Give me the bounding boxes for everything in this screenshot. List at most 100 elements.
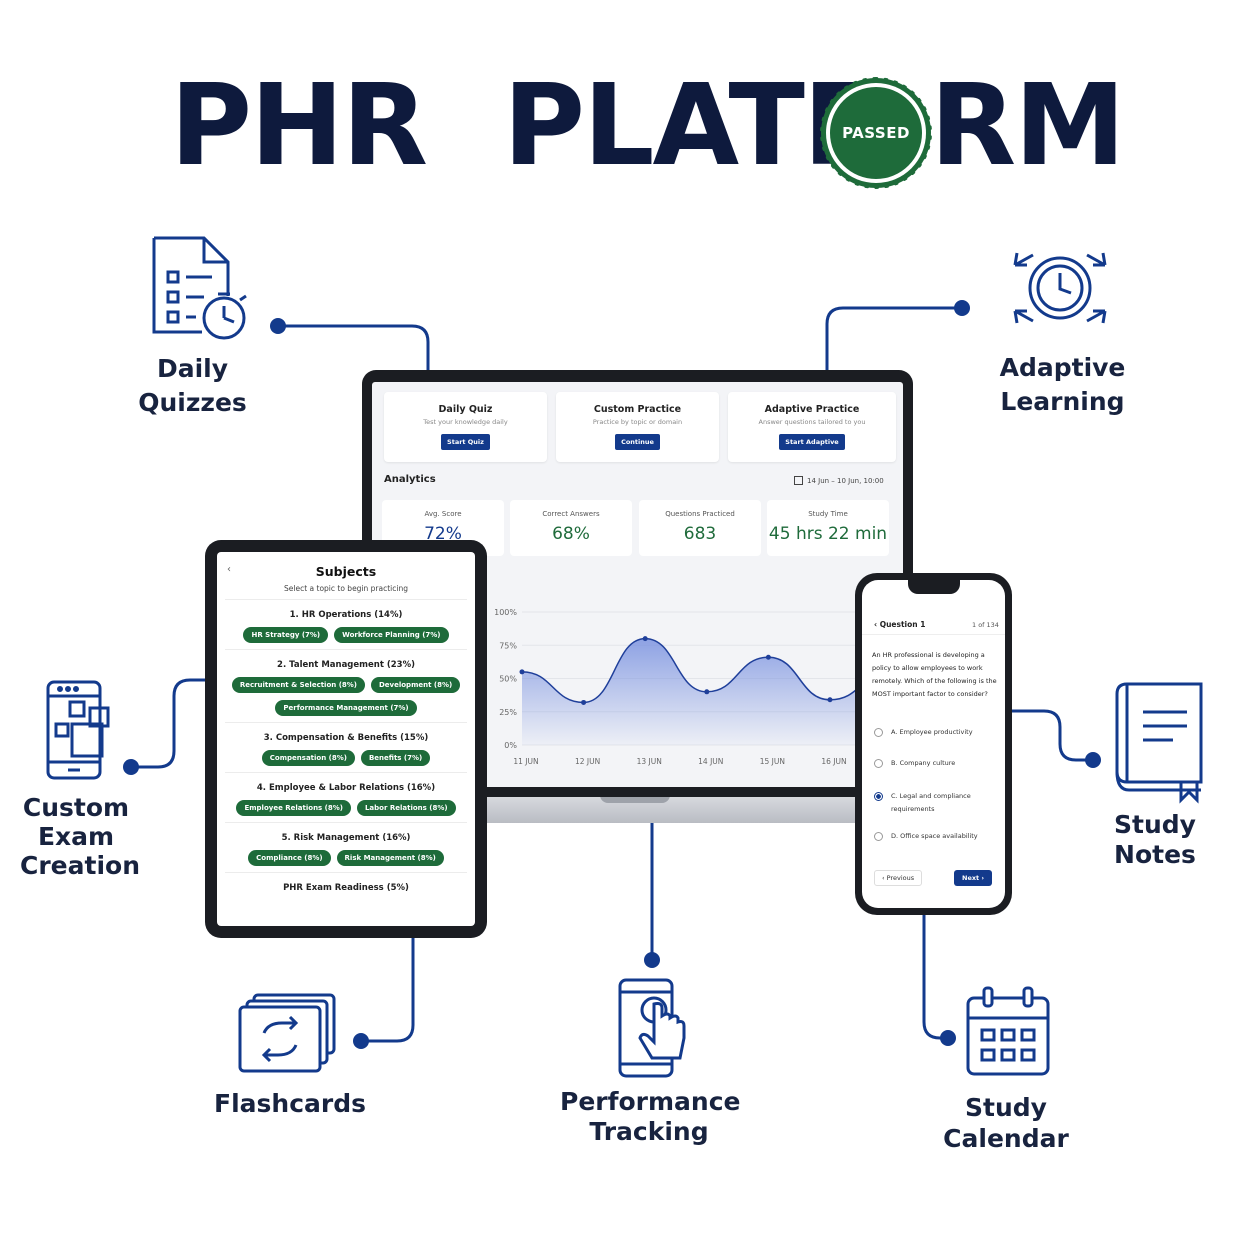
title-platf: PLATF: [503, 61, 879, 191]
topic-chip[interactable]: HR Strategy (7%): [243, 627, 329, 643]
flashcards-line1: Flashcards: [214, 1089, 366, 1118]
divider: [225, 822, 467, 823]
start-quiz-button[interactable]: Start Quiz: [441, 434, 490, 450]
card-title: Adaptive Practice: [764, 404, 860, 415]
radio-a[interactable]: [874, 728, 883, 737]
performance-line2: Tracking: [589, 1117, 709, 1146]
daily-quizzes-line1: Daily: [156, 354, 229, 383]
topic-chip[interactable]: Risk Management (8%): [336, 850, 444, 866]
daily-quizzes-line2: Quizzes: [138, 388, 247, 417]
topic-chip[interactable]: Recruitment & Selection (8%): [231, 677, 365, 693]
y-tick-label: 75%: [499, 641, 517, 650]
topic-chip[interactable]: Compliance (8%): [248, 850, 331, 866]
topic-chip[interactable]: Employee Relations (8%): [236, 800, 351, 816]
study-notes-line1: Study: [1114, 810, 1196, 839]
subject-section: 4. Employee & Labor Relations (16%) Emplo…: [217, 783, 475, 823]
card-subtitle: Test your knowledge daily: [423, 418, 508, 426]
start-adaptive-button[interactable]: Start Adaptive: [779, 434, 845, 450]
previous-label: Previous: [886, 874, 915, 882]
divider: [225, 722, 467, 723]
stat-value: 72%: [424, 524, 462, 544]
y-tick-label: 25%: [499, 708, 517, 717]
previous-button[interactable]: ‹ Previous: [874, 870, 923, 886]
continue-button[interactable]: Continue: [615, 434, 660, 450]
y-tick-label: 100%: [494, 608, 517, 617]
option-b[interactable]: B. Company culture: [874, 759, 955, 768]
card-subtitle: Answer questions tailored to you: [758, 418, 866, 426]
y-tick-label: 50%: [499, 675, 517, 684]
card-subtitle: Practice by topic or domain: [592, 418, 683, 426]
study-notes-line2: Notes: [1114, 840, 1196, 869]
radio-d[interactable]: [874, 832, 883, 841]
feature-daily-quizzes: Daily Quizzes: [130, 352, 255, 420]
chip-group: Recruitment & Selection (8%) Development …: [217, 670, 475, 716]
feature-adaptive-learning: Adaptive Learning: [990, 351, 1135, 419]
topic-chip[interactable]: Compensation (8%): [261, 750, 355, 766]
date-range-text: 14 Jun – 10 Jun, 10:00: [807, 476, 884, 485]
tablet-screen: ‹ Subjects Select a topic to begin pract…: [217, 552, 475, 926]
y-tick-label: 0%: [504, 741, 517, 750]
x-tick-label: 16 JUN: [821, 757, 846, 766]
data-point: [827, 697, 833, 703]
checklist-timer-icon: [152, 236, 247, 340]
topic-chip[interactable]: Benefits (7%): [360, 750, 431, 766]
topic-chip[interactable]: Labor Relations (8%): [356, 800, 456, 816]
radio-b[interactable]: [874, 759, 883, 768]
question-counter: 1 of 134: [972, 621, 999, 629]
divider: [862, 634, 1005, 635]
back-chevron-icon[interactable]: ‹: [227, 564, 231, 575]
readiness-section[interactable]: PHR Exam Readiness (5%): [283, 883, 409, 893]
next-label: Next: [962, 874, 980, 882]
custom-exam-line1: Custom: [22, 793, 130, 822]
subjects-title: Subjects: [315, 564, 377, 579]
chip-group: Compensation (8%) Benefits (7%): [217, 743, 475, 766]
feature-study-notes: Study Notes: [1100, 810, 1210, 870]
title-rm: RM: [930, 61, 1126, 191]
analytics-title: Analytics: [384, 474, 436, 485]
question-header: ‹ Question 1: [874, 620, 925, 629]
next-button[interactable]: Next ›: [954, 870, 993, 886]
chip-group: Compliance (8%) Risk Management (8%): [217, 843, 475, 866]
chip-group: HR Strategy (7%) Workforce Planning (7%): [217, 620, 475, 643]
section-title[interactable]: 2. Talent Management (23%): [277, 660, 415, 670]
back-chevron-icon[interactable]: ‹: [874, 620, 880, 629]
data-point: [704, 689, 710, 695]
phone-screen: ‹ Question 1 1 of 134 An HR professional…: [862, 580, 1005, 908]
divider: [225, 872, 467, 873]
topic-chip[interactable]: Performance Management (7%): [275, 700, 417, 716]
option-a[interactable]: A. Employee productivity: [874, 728, 973, 737]
stat-label: Questions Practiced: [665, 510, 735, 518]
section-title[interactable]: 5. Risk Management (16%): [281, 833, 411, 843]
option-d[interactable]: D. Office space availability: [874, 832, 978, 841]
subjects-subtitle: Select a topic to begin practicing: [284, 584, 408, 593]
option-c[interactable]: C. Legal and compliance requirements: [874, 790, 986, 816]
x-tick-label: 12 JUN: [575, 757, 600, 766]
adaptive-line2: Learning: [1000, 387, 1125, 416]
tablet: ‹ Subjects Select a topic to begin pract…: [205, 540, 487, 938]
question-text: An HR professional is developing a polic…: [872, 651, 997, 698]
section-title[interactable]: 3. Compensation & Benefits (15%): [263, 733, 429, 743]
study-calendar-line1: Study: [965, 1093, 1047, 1122]
card-custom-practice: Custom Practice Practice by topic or dom…: [556, 392, 719, 462]
topic-chip[interactable]: Workforce Planning (7%): [334, 627, 449, 643]
feature-custom-exam: Custom Exam Creation: [20, 793, 140, 880]
section-title[interactable]: 4. Employee & Labor Relations (16%): [256, 783, 436, 793]
custom-exam-line3: Creation: [20, 851, 140, 880]
x-tick-label: 11 JUN: [513, 757, 538, 766]
date-range[interactable]: 14 Jun – 10 Jun, 10:00: [794, 476, 884, 485]
stat-value: 68%: [552, 524, 590, 544]
topic-chip[interactable]: Development (8%): [370, 677, 461, 693]
option-text: B. Company culture: [891, 759, 956, 767]
section-title[interactable]: 1. HR Operations (14%): [289, 610, 403, 620]
data-point: [581, 699, 587, 705]
radio-c-selected[interactable]: [874, 792, 883, 801]
passed-badge: PASSED: [820, 77, 932, 189]
x-tick-label: 15 JUN: [760, 757, 785, 766]
subject-section: 2. Talent Management (23%)Recruitment & …: [217, 660, 475, 723]
option-text: C. Legal and compliance requirements: [891, 792, 971, 813]
layout-device-icon: [46, 680, 110, 780]
phone: ‹ Question 1 1 of 134 An HR professional…: [855, 573, 1012, 915]
